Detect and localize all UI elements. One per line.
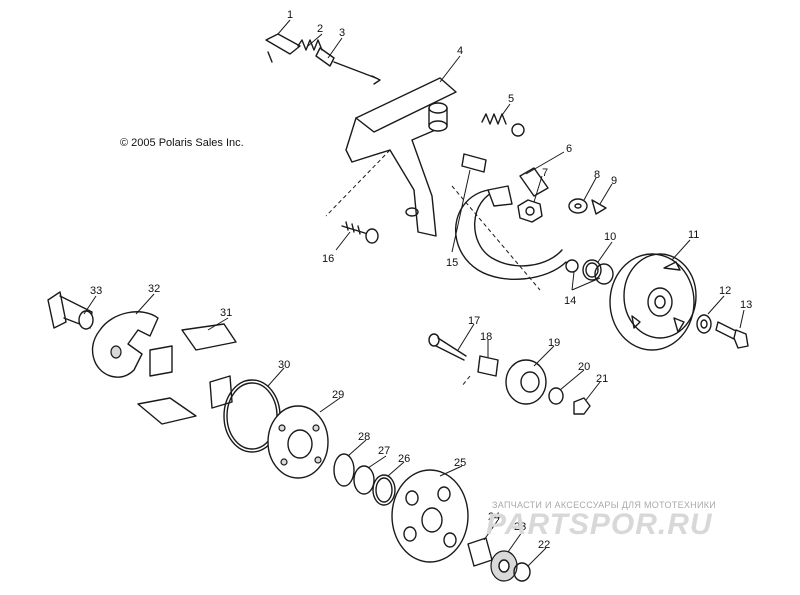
drum-washer-part	[696, 314, 712, 334]
washer-part	[568, 198, 588, 214]
callout-17: 17	[468, 315, 480, 327]
callout-19: 19	[548, 337, 560, 349]
brake-bracket-part	[345, 77, 457, 237]
drive-sprocket-part	[490, 550, 518, 582]
clutch-shoe-part	[137, 323, 237, 425]
drum-bolt-part	[715, 321, 749, 349]
callout-13: 13	[740, 299, 752, 311]
cable-part	[315, 47, 381, 85]
callout-14: 14	[564, 295, 576, 307]
copyright-notice: © 2005 Polaris Sales Inc.	[120, 137, 244, 149]
o-ring-part	[565, 259, 614, 285]
brake-pin-part	[461, 153, 487, 173]
leader-lines	[83, 19, 745, 567]
callout-6: 6	[566, 143, 572, 155]
callout-10: 10	[604, 231, 616, 243]
callout-20: 20	[578, 361, 590, 373]
callout-2: 2	[317, 23, 323, 35]
clutch-hub-part	[267, 405, 329, 479]
callout-8: 8	[594, 169, 600, 181]
callout-31: 31	[220, 307, 232, 319]
tension-spring-part	[481, 113, 525, 137]
needle-bearing-part	[467, 537, 493, 567]
callout-22: 22	[538, 539, 550, 551]
callout-30: 30	[278, 359, 290, 371]
watermark-logo: PARTSPOR.RU	[486, 508, 713, 541]
callout-numbers: 1 2 3 4 5 6 7 8 9 10 11 12 13 14 15 16 1…	[90, 9, 752, 551]
callout-7: 7	[542, 167, 548, 179]
callout-24: 24	[488, 511, 500, 523]
idler-bolt-part	[428, 333, 467, 361]
callout-1: 1	[287, 9, 293, 21]
callout-29: 29	[332, 389, 344, 401]
idler-pulley-part	[505, 359, 547, 405]
cable-end-part	[265, 33, 301, 63]
drive-plate-part	[91, 311, 159, 378]
callout-15: 15	[446, 257, 458, 269]
callout-21: 21	[596, 373, 608, 385]
brake-drum-part	[609, 253, 697, 351]
pivot-nut-part	[517, 199, 543, 223]
input-shaft-part	[47, 291, 94, 330]
callout-11: 11	[688, 229, 699, 241]
idler-bushing-part	[477, 355, 499, 377]
mounting-screw-part	[341, 221, 379, 244]
brake-band-part	[455, 185, 567, 280]
callout-4: 4	[457, 45, 463, 57]
cable-spring-part	[297, 39, 323, 51]
callout-3: 3	[339, 27, 345, 39]
callout-23: 23	[514, 521, 526, 533]
callout-18: 18	[480, 331, 492, 343]
clutch-drum-part	[391, 469, 469, 563]
callout-28: 28	[358, 431, 370, 443]
callout-5: 5	[508, 93, 514, 105]
callout-32: 32	[148, 283, 160, 295]
idler-washer-part	[548, 387, 564, 405]
callout-16: 16	[322, 253, 334, 265]
pivot-bolt-part	[519, 167, 549, 197]
retaining-ring-part	[513, 562, 531, 582]
callout-9: 9	[611, 175, 617, 187]
watermark-tagline: ЗАПЧАСТИ И АКСЕССУАРЫ ДЛЯ МОТОТЕХНИКИ	[492, 500, 717, 510]
callout-12: 12	[719, 285, 731, 297]
callout-25: 25	[454, 457, 466, 469]
snap-ring-part	[333, 453, 396, 506]
cotter-pin-part	[591, 199, 607, 215]
idler-nut-part	[573, 397, 591, 415]
callout-26: 26	[398, 453, 410, 465]
callout-27: 27	[378, 445, 390, 457]
callout-33: 33	[90, 285, 102, 297]
